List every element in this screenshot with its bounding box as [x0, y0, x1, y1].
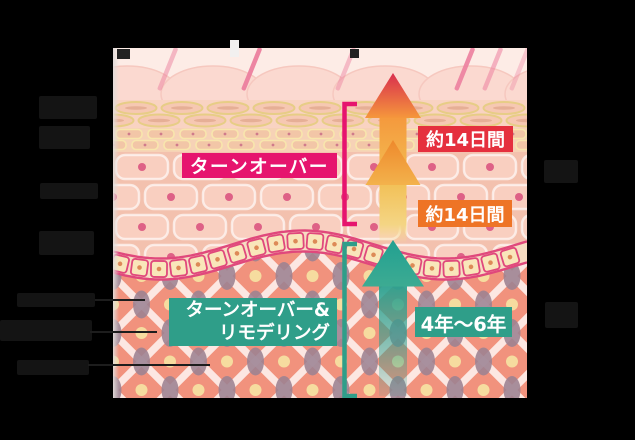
- epidermis-duration-lower-badge: 約14日間: [418, 200, 512, 227]
- obscured-left-label-2: [39, 126, 90, 149]
- top-tick-white: [230, 40, 239, 57]
- obscured-left-label-6: [0, 320, 92, 341]
- obscured-right-label-2: [545, 302, 578, 328]
- epidermis-duration-upper-badge: 約14日間: [418, 126, 513, 152]
- dermis-turnover-label-line1: ターンオーバー&: [185, 300, 330, 321]
- dermis-turnover-label-line2: リモデリング: [218, 323, 330, 344]
- callout-line-1: [95, 299, 145, 301]
- top-tick-dark-mid: [350, 49, 359, 58]
- obscured-left-label-7: [17, 360, 89, 375]
- dermis-turnover-label: ターンオーバー& リモデリング: [169, 298, 337, 346]
- dermis-bracket: [342, 241, 357, 398]
- obscured-left-label-1: [39, 96, 97, 119]
- callout-line-2: [90, 331, 157, 333]
- dermis-duration-badge: 4年〜6年: [415, 307, 512, 337]
- turnover-arrow-epidermis: [365, 73, 421, 244]
- callout-line-3: [88, 364, 210, 366]
- obscured-left-label-5: [17, 293, 95, 307]
- turnover-arrow-dermis: [362, 240, 424, 396]
- obscured-left-label-3: [40, 183, 98, 199]
- epidermis-turnover-label: ターンオーバー: [182, 153, 337, 178]
- top-tick-dark-left: [117, 49, 130, 59]
- obscured-left-label-4: [39, 231, 94, 255]
- obscured-right-label-1: [544, 160, 578, 183]
- epidermis-bracket: [342, 101, 357, 227]
